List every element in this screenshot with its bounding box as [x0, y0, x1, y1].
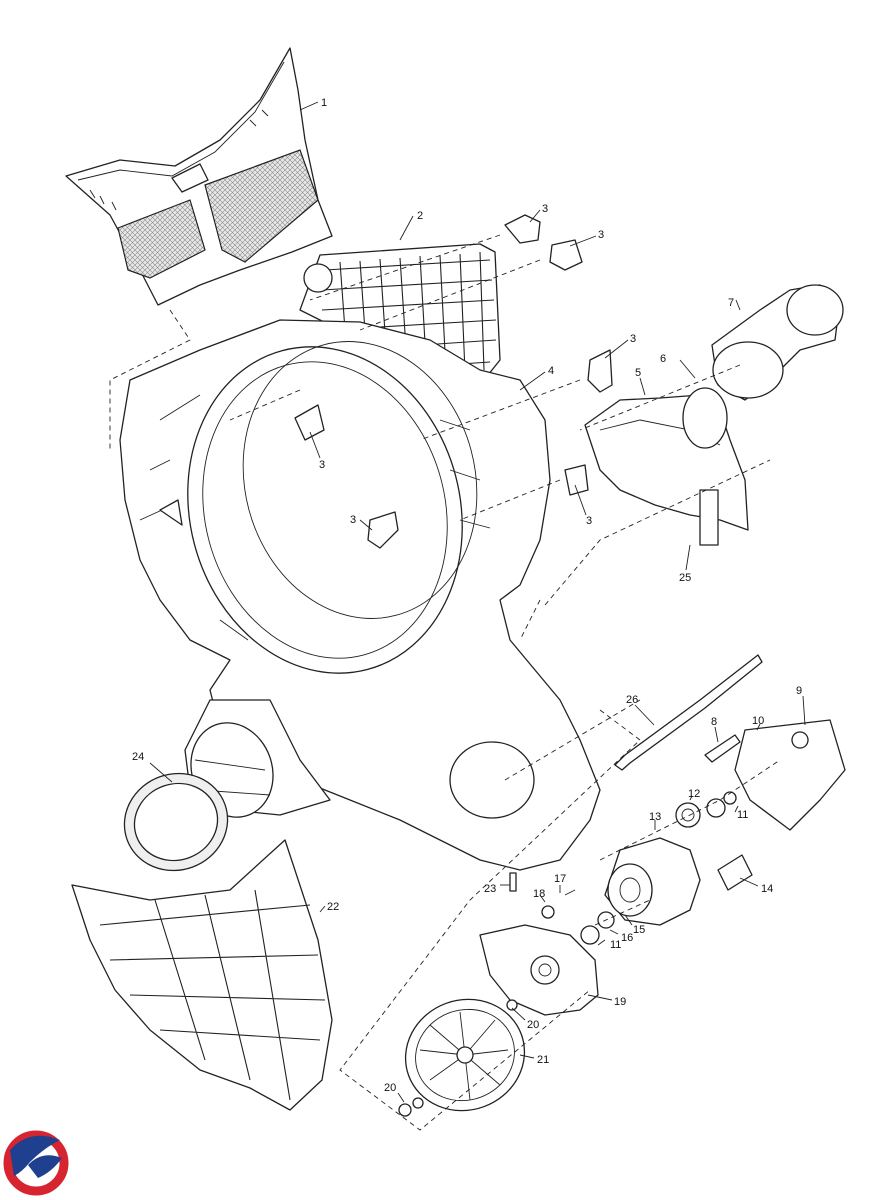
logo-blue-swoosh [10, 1135, 60, 1176]
lint-filter-part [65, 47, 333, 306]
callout-10: 10 [752, 715, 764, 727]
clip-parts [294, 214, 613, 549]
callout-12: 12 [688, 788, 700, 800]
brand-logo-icon [3, 1130, 69, 1196]
callout-26: 26 [626, 694, 638, 706]
callout-3: 3 [598, 229, 604, 241]
duct-assembly-part [584, 284, 844, 546]
callout-3: 3 [350, 514, 356, 526]
rod-part [614, 654, 763, 771]
callout-3: 3 [542, 203, 548, 215]
assembly-dashed-lines [109, 234, 781, 1131]
callout-11: 11 [737, 809, 748, 821]
callout-3: 3 [319, 459, 325, 471]
motor-assembly-part [580, 719, 846, 945]
callout-labels: 1 2 3 3 3 3 3 3 4 5 6 7 8 9 10 11 11 12 … [132, 97, 802, 1094]
logo-red-ring [3, 1130, 69, 1196]
callout-15: 15 [633, 924, 645, 936]
callout-11: 11 [610, 939, 621, 951]
drum-housing-part [119, 319, 601, 871]
callout-18: 18 [533, 888, 545, 900]
callout-7: 7 [728, 297, 734, 309]
leader-lines [149, 101, 806, 1103]
logo-blue-swoosh-2 [28, 1155, 62, 1178]
callout-20: 20 [527, 1019, 539, 1031]
callout-19: 19 [614, 996, 626, 1008]
rear-grid-panel-part [71, 839, 333, 1111]
callout-1: 1 [321, 97, 327, 109]
callout-3: 3 [630, 333, 636, 345]
callout-4: 4 [548, 365, 554, 377]
callout-25: 25 [679, 572, 691, 584]
callout-3: 3 [586, 515, 592, 527]
callout-20: 20 [384, 1082, 396, 1094]
fastener-parts [509, 872, 576, 919]
fan-impeller-part [404, 998, 526, 1112]
callout-2: 2 [417, 210, 423, 222]
gasket-ring-part [123, 772, 229, 872]
callout-21: 21 [537, 1054, 549, 1066]
callout-16: 16 [621, 932, 633, 944]
fan-housing-plate-part [479, 924, 599, 1016]
callout-9: 9 [796, 685, 802, 697]
callout-17: 17 [554, 873, 566, 885]
washer-parts [398, 999, 518, 1117]
callout-22: 22 [327, 901, 339, 913]
callout-14: 14 [761, 883, 773, 895]
callout-23: 23 [484, 883, 496, 895]
callout-6: 6 [660, 353, 666, 365]
callout-24: 24 [132, 751, 144, 763]
callout-13: 13 [649, 811, 661, 823]
callout-8: 8 [711, 716, 717, 728]
callout-5: 5 [635, 367, 641, 379]
